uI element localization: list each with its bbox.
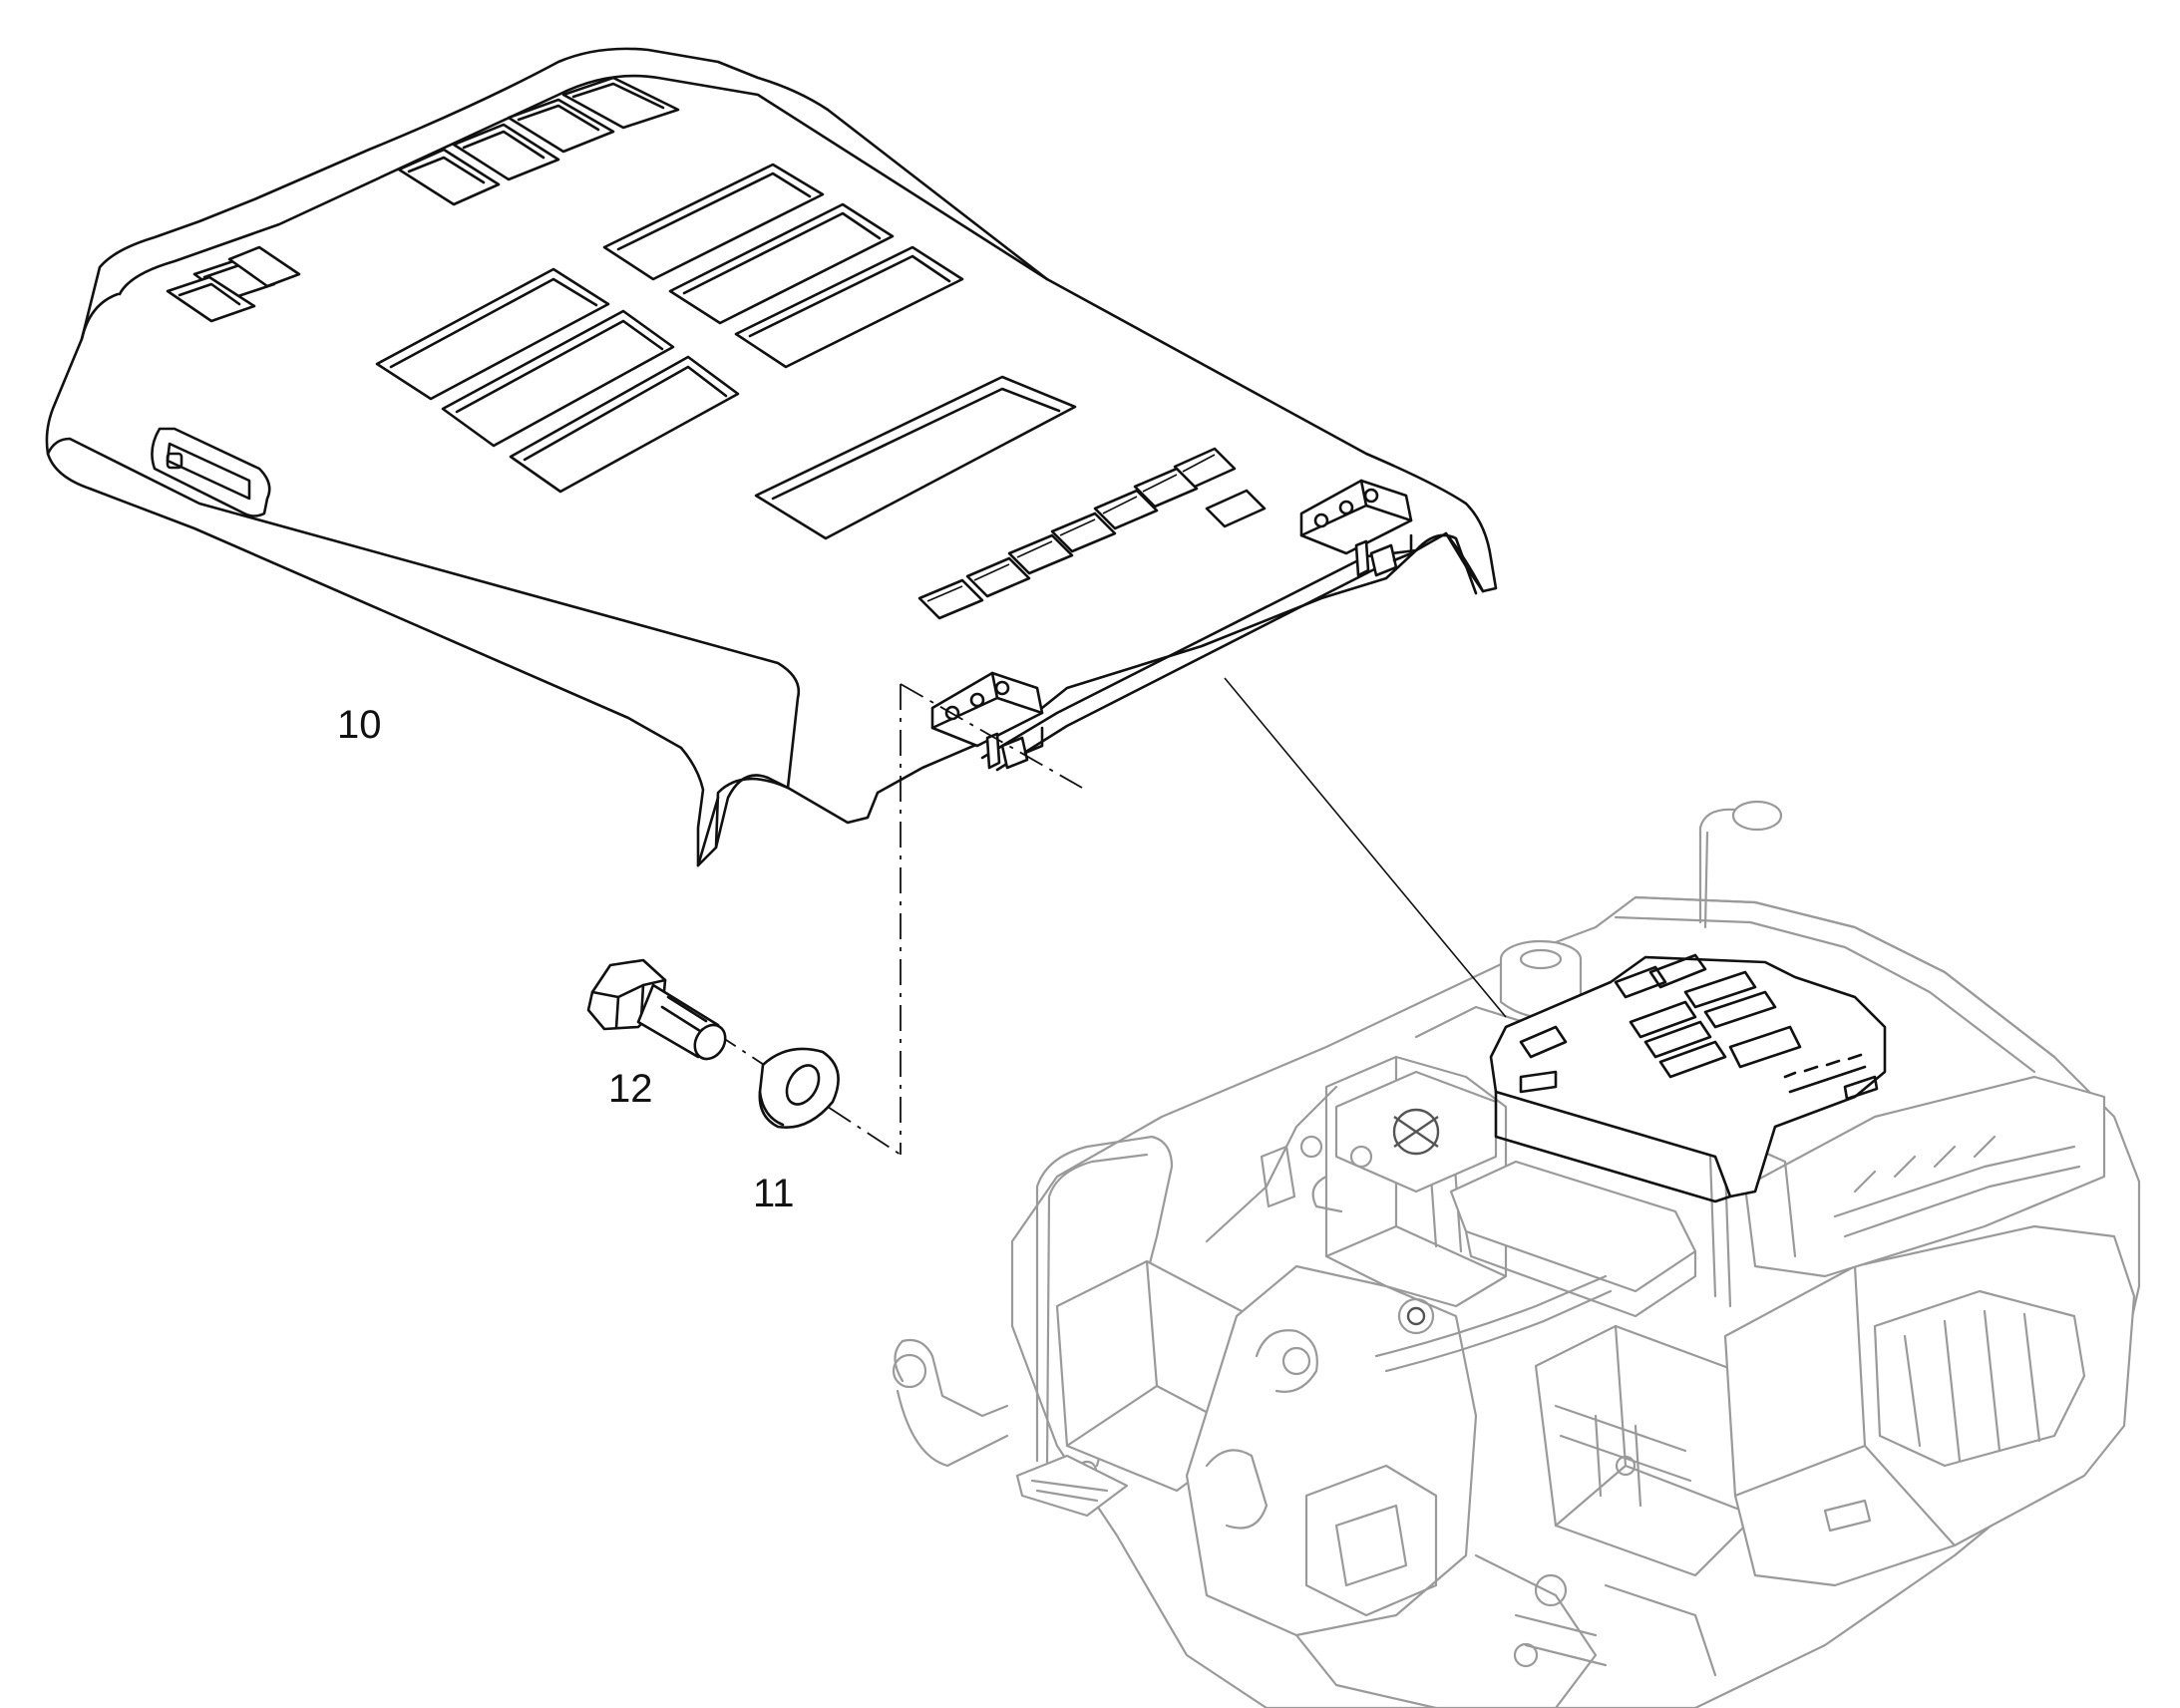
callout-12: 12 [608, 1067, 653, 1111]
engine-hood-part [45, 47, 1498, 867]
bolt-part [586, 958, 727, 1061]
installed-hood-thumbnail [1489, 953, 1887, 1203]
callout-11: 11 [753, 1172, 795, 1215]
callout-10: 10 [337, 703, 382, 747]
center-line-hinge [900, 683, 1083, 789]
washer-part [758, 1047, 840, 1129]
leader-line-hood [1224, 677, 1507, 1018]
excavator-upper-structure [892, 800, 2141, 1708]
